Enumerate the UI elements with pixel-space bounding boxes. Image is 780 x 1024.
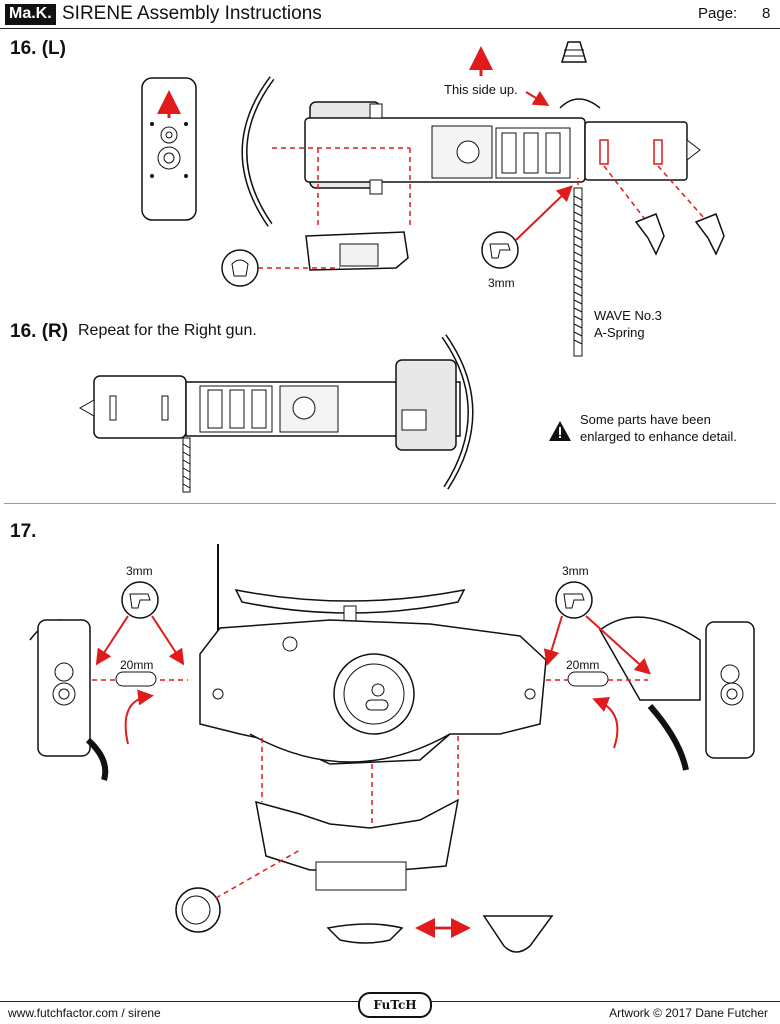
step-16r-label: 16. (R)	[10, 321, 69, 342]
nose-piece-large	[482, 915, 554, 953]
footer-credit: Artwork © 2017 Dane Futcher	[609, 1006, 768, 1020]
left-gun-pod	[29, 619, 109, 781]
drill-size-17-left: 3mm	[126, 564, 153, 578]
footer-url: www.futchfactor.com / sirene	[8, 1006, 161, 1020]
pin-length-right: 20mm	[566, 658, 600, 672]
round-cap	[175, 887, 221, 933]
pin-left	[115, 671, 157, 687]
lower-skirt	[255, 798, 460, 891]
nose-piece-small	[326, 923, 404, 944]
cone-cap	[560, 41, 588, 63]
gun-body-left	[304, 98, 701, 195]
drill-size-16l: 3mm	[488, 276, 515, 290]
main-hull	[199, 619, 547, 765]
section-divider	[4, 503, 776, 504]
pin-right	[567, 671, 609, 687]
step-16l-label: 16. (L)	[10, 38, 66, 59]
drill-icon-right	[555, 581, 593, 619]
warning-line-2: enlarged to enhance detail.	[580, 429, 737, 444]
step-17-label: 17.	[10, 521, 37, 542]
gun-subplate	[305, 231, 409, 271]
step-16r-note: Repeat for the Right gun.	[78, 322, 257, 339]
spring-type: A-Spring	[594, 325, 645, 340]
drill-icon	[481, 231, 519, 269]
spring-name: WAVE No.3	[594, 308, 662, 323]
gun-body-right	[78, 359, 461, 451]
this-side-up-note: This side up.	[444, 82, 518, 97]
page-number: 8	[762, 5, 771, 22]
right-gun-pod	[599, 616, 755, 771]
drill-size-17-right: 3mm	[562, 564, 589, 578]
top-dish	[234, 588, 466, 614]
wave-spring	[573, 187, 583, 357]
pin-length-left: 20mm	[120, 658, 154, 672]
warning-line-1: Some parts have been	[580, 412, 711, 427]
futch-logo: FuTcH	[358, 992, 432, 1018]
drill-icon-left	[121, 581, 159, 619]
brand-badge: Ma.K.	[5, 4, 56, 25]
spring-right	[182, 437, 191, 493]
trigger-part-1	[634, 213, 665, 256]
trigger-part-2	[694, 213, 725, 256]
page-header: Ma.K. SIRENE Assembly Instructions Page:…	[0, 0, 780, 29]
document-title: SIRENE Assembly Instructions	[62, 3, 322, 24]
page-label: Page:	[698, 5, 738, 22]
gun-face-part	[141, 77, 197, 221]
warning-icon	[549, 421, 571, 441]
